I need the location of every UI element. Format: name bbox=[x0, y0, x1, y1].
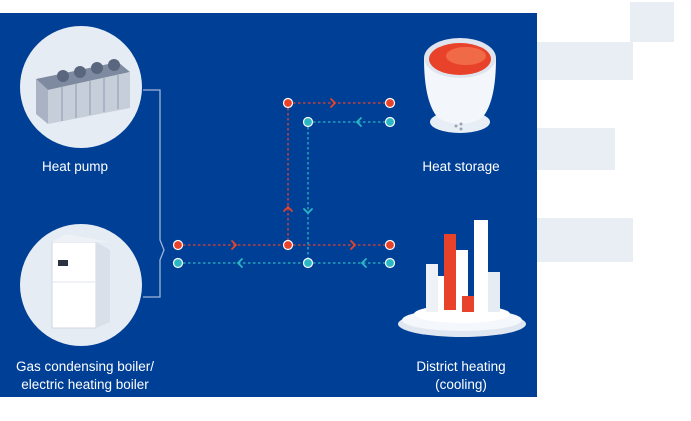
boiler-label-line1: Gas condensing boiler/ bbox=[15, 359, 155, 374]
return-node bbox=[302, 116, 314, 128]
decor-stripe-1 bbox=[630, 2, 674, 42]
heat-storage-label-text: Heat storage bbox=[422, 159, 500, 174]
return-arrow-3 bbox=[355, 117, 362, 127]
supply-arrow-up bbox=[283, 205, 293, 212]
boiler-label-line2: electric heating boiler bbox=[21, 377, 149, 392]
return-arrow-2 bbox=[360, 258, 367, 268]
decor-stripe-3 bbox=[537, 128, 615, 170]
supply-arrow-2 bbox=[350, 240, 357, 250]
heat-pump-label-text: Heat pump bbox=[41, 159, 109, 174]
return-arrow-1 bbox=[236, 258, 243, 268]
boiler-icon bbox=[20, 224, 142, 346]
boiler-label: Gas condensing boiler/ electric heating … bbox=[0, 358, 170, 394]
return-node bbox=[172, 257, 184, 269]
return-node bbox=[302, 257, 314, 269]
heat-storage-icon bbox=[424, 38, 496, 133]
decor-stripe-2 bbox=[537, 42, 633, 80]
supply-node bbox=[282, 97, 294, 109]
supply-node bbox=[384, 97, 396, 109]
supply-node bbox=[172, 239, 184, 251]
return-node bbox=[384, 257, 396, 269]
decor-stripe-4 bbox=[537, 218, 633, 262]
supply-arrow-3 bbox=[330, 98, 337, 108]
district-heating-label-line1: District heating bbox=[416, 359, 506, 374]
heat-storage-label: Heat storage bbox=[386, 158, 536, 176]
district-heating-icon bbox=[398, 220, 526, 337]
return-node bbox=[384, 116, 396, 128]
supply-node bbox=[282, 239, 294, 251]
heat-pump-label: Heat pump bbox=[0, 158, 150, 176]
heat-pump-icon bbox=[20, 26, 142, 148]
source-bracket bbox=[143, 89, 165, 298]
supply-arrow-1 bbox=[231, 240, 238, 250]
district-heating-label: District heating (cooling) bbox=[386, 358, 536, 394]
district-heating-label-line2: (cooling) bbox=[435, 377, 487, 392]
return-arrow-down bbox=[303, 208, 313, 215]
supply-node bbox=[384, 239, 396, 251]
